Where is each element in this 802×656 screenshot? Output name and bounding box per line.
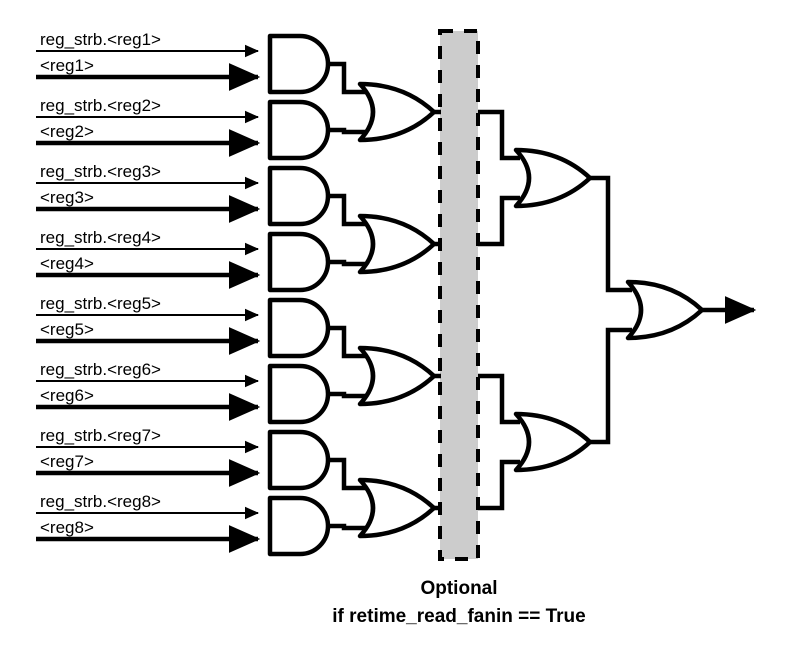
input-label-strobe-8: reg_strb.<reg8> <box>40 492 161 511</box>
input-label-data-4: <reg4> <box>40 254 94 273</box>
wire-and2-to-or1 <box>328 127 368 135</box>
wire-and7-to-or4 <box>328 457 368 491</box>
wire-and1-to-or1 <box>328 61 368 95</box>
wire-and4-to-or2 <box>328 259 368 267</box>
optional-retime-region <box>438 29 480 561</box>
input-label-data-8: <reg8> <box>40 518 94 537</box>
or-gate-stage2-2 <box>513 411 593 473</box>
input-label-data-6: <reg6> <box>40 386 94 405</box>
and-gate-7 <box>267 429 331 491</box>
or-gate-stage2-1 <box>513 147 593 209</box>
input-label-data-3: <reg3> <box>40 188 94 207</box>
input-label-data-1: <reg1> <box>40 56 94 75</box>
and-gate-8 <box>267 495 331 557</box>
input-group-2: reg_strb.<reg2> <reg2> <box>36 96 261 157</box>
or-gate-stage1-1 <box>357 81 437 143</box>
or-gate-final <box>625 279 705 341</box>
wire-box-to-or5-in2 <box>478 195 520 247</box>
and-gate-6 <box>267 363 331 425</box>
wire-and8-to-or4 <box>328 523 368 531</box>
and-gate-3 <box>267 165 331 227</box>
input-group-3: reg_strb.<reg3> <reg3> <box>36 162 261 223</box>
input-label-data-2: <reg2> <box>40 122 94 141</box>
input-label-strobe-7: reg_strb.<reg7> <box>40 426 161 445</box>
and-gate-5 <box>267 297 331 359</box>
or-gate-stage1-3 <box>357 345 437 407</box>
wire-box-to-or6-in2 <box>478 459 520 511</box>
input-label-data-5: <reg5> <box>40 320 94 339</box>
input-label-strobe-1: reg_strb.<reg1> <box>40 30 161 49</box>
input-group-8: reg_strb.<reg8> <reg8> <box>36 492 261 553</box>
or-gate-stage1-2 <box>357 213 437 275</box>
or-gate-stage1-4 <box>357 477 437 539</box>
wire-and6-to-or3 <box>328 391 368 399</box>
input-group-7: reg_strb.<reg7> <reg7> <box>36 426 261 487</box>
wire-or6-to-final-in2 <box>589 327 632 445</box>
wire-box-to-or5-in1 <box>478 109 520 161</box>
wire-box-to-or6-in1 <box>478 373 520 425</box>
and-gate-1 <box>267 33 331 95</box>
optional-caption-line2: if retime_read_fanin == True <box>332 606 585 627</box>
wire-and3-to-or2 <box>328 193 368 227</box>
input-label-strobe-6: reg_strb.<reg6> <box>40 360 161 379</box>
input-group-1: reg_strb.<reg1> <reg1> <box>36 30 261 91</box>
optional-region-box <box>438 29 480 561</box>
input-label-strobe-2: reg_strb.<reg2> <box>40 96 161 115</box>
input-group-6: reg_strb.<reg6> <reg6> <box>36 360 261 421</box>
and-gate-4 <box>267 231 331 293</box>
wire-and5-to-or3 <box>328 325 368 359</box>
optional-caption-line1: Optional <box>420 578 497 599</box>
input-label-data-7: <reg7> <box>40 452 94 471</box>
input-label-strobe-4: reg_strb.<reg4> <box>40 228 161 247</box>
input-label-strobe-5: reg_strb.<reg5> <box>40 294 161 313</box>
input-label-strobe-3: reg_strb.<reg3> <box>40 162 161 181</box>
input-group-5: reg_strb.<reg5> <reg5> <box>36 294 261 355</box>
wire-or5-to-final-in1 <box>589 175 632 293</box>
and-gate-2 <box>267 99 331 161</box>
input-group-4: reg_strb.<reg4> <reg4> <box>36 228 261 289</box>
